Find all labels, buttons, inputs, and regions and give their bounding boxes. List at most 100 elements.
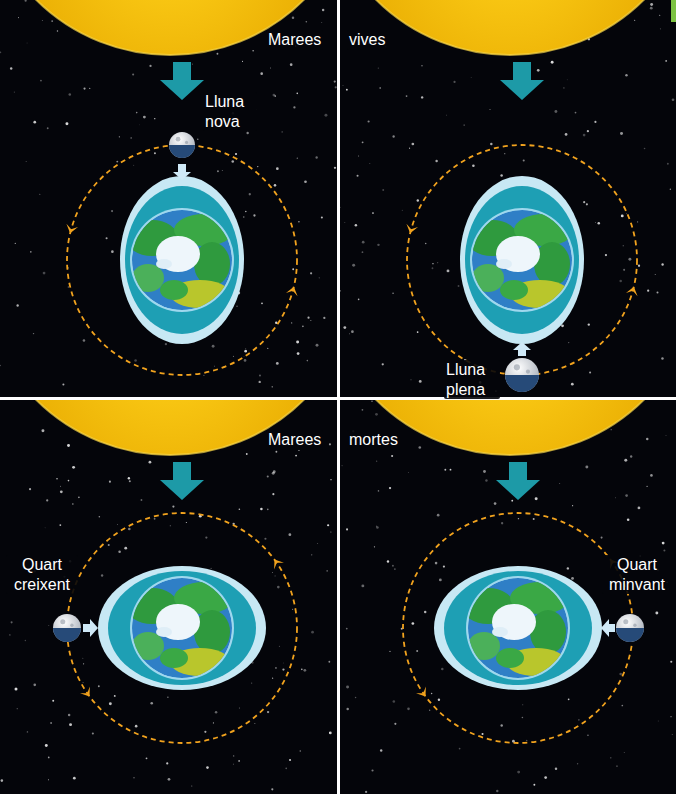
- star: [149, 461, 152, 464]
- star: [292, 609, 293, 610]
- star: [392, 565, 394, 567]
- star: [394, 723, 396, 725]
- star: [417, 199, 419, 201]
- page-tab: [671, 0, 676, 22]
- star: [371, 769, 373, 771]
- star: [44, 527, 46, 529]
- moon-crater: [633, 624, 636, 627]
- star: [321, 216, 323, 218]
- star: [623, 751, 625, 753]
- star: [267, 711, 269, 713]
- star: [334, 80, 336, 82]
- star: [362, 409, 364, 411]
- star: [192, 63, 193, 64]
- star: [437, 262, 439, 264]
- sun: [0, 0, 337, 55]
- star: [597, 222, 600, 225]
- star: [257, 166, 258, 167]
- star: [378, 490, 380, 492]
- star: [621, 214, 624, 217]
- orbit-arrowhead: [64, 224, 78, 235]
- star: [134, 359, 137, 362]
- star: [319, 277, 320, 278]
- star: [522, 717, 524, 719]
- star: [150, 702, 153, 705]
- continent: [496, 648, 524, 668]
- star: [45, 744, 48, 747]
- star: [236, 306, 237, 307]
- star: [665, 434, 667, 436]
- sun-edge: [0, 0, 337, 55]
- star: [656, 291, 658, 293]
- tide-panel: [0, 400, 337, 794]
- star: [72, 503, 74, 505]
- star: [346, 628, 348, 630]
- star: [417, 331, 419, 333]
- moon-phase-label: Lluna nova: [203, 92, 257, 131]
- star: [392, 135, 394, 137]
- star: [204, 731, 206, 733]
- star: [394, 568, 396, 570]
- star: [432, 267, 434, 269]
- star: [447, 269, 450, 272]
- star: [111, 210, 113, 212]
- tidal-bulge: [460, 176, 584, 344]
- star: [566, 79, 568, 81]
- continent: [534, 242, 570, 286]
- moon-orbit: [407, 145, 637, 375]
- star: [601, 537, 603, 539]
- star: [610, 757, 611, 758]
- star: [276, 362, 279, 365]
- continent: [132, 264, 164, 292]
- star: [245, 348, 247, 350]
- star: [108, 544, 110, 546]
- star: [14, 91, 15, 92]
- star: [660, 28, 661, 29]
- star: [216, 53, 218, 55]
- star: [665, 60, 667, 62]
- star: [585, 466, 588, 469]
- star: [650, 7, 653, 10]
- star: [659, 15, 660, 16]
- star: [587, 130, 589, 132]
- star: [307, 360, 309, 362]
- sun: [340, 400, 676, 455]
- star: [317, 543, 319, 545]
- sun-pull-arrow: [160, 462, 204, 500]
- star: [73, 777, 76, 780]
- star: [429, 710, 430, 711]
- moon-body: [505, 358, 539, 392]
- star: [627, 518, 630, 521]
- moon-body: [169, 132, 195, 158]
- earth-rim: [466, 576, 570, 680]
- star: [382, 189, 384, 191]
- star: [249, 193, 251, 195]
- star: [14, 687, 17, 690]
- star: [11, 621, 13, 623]
- star: [0, 51, 1, 53]
- star: [298, 450, 299, 451]
- sun: [0, 400, 337, 455]
- star: [83, 339, 86, 342]
- star: [463, 124, 465, 126]
- polar-ice: [156, 259, 172, 269]
- star: [387, 560, 389, 562]
- star: [611, 429, 612, 430]
- star: [235, 153, 237, 155]
- star: [259, 375, 261, 377]
- star: [619, 673, 622, 676]
- star: [329, 443, 331, 445]
- star: [233, 356, 234, 357]
- star: [551, 61, 554, 64]
- star: [341, 465, 343, 467]
- tide-type-label: Marees: [266, 30, 323, 50]
- star: [206, 766, 209, 769]
- star: [16, 304, 18, 306]
- star: [243, 356, 245, 358]
- star: [554, 110, 557, 113]
- star: [252, 50, 254, 52]
- star: [298, 221, 300, 223]
- moon-body: [53, 614, 81, 642]
- star: [376, 461, 377, 462]
- star: [561, 324, 564, 327]
